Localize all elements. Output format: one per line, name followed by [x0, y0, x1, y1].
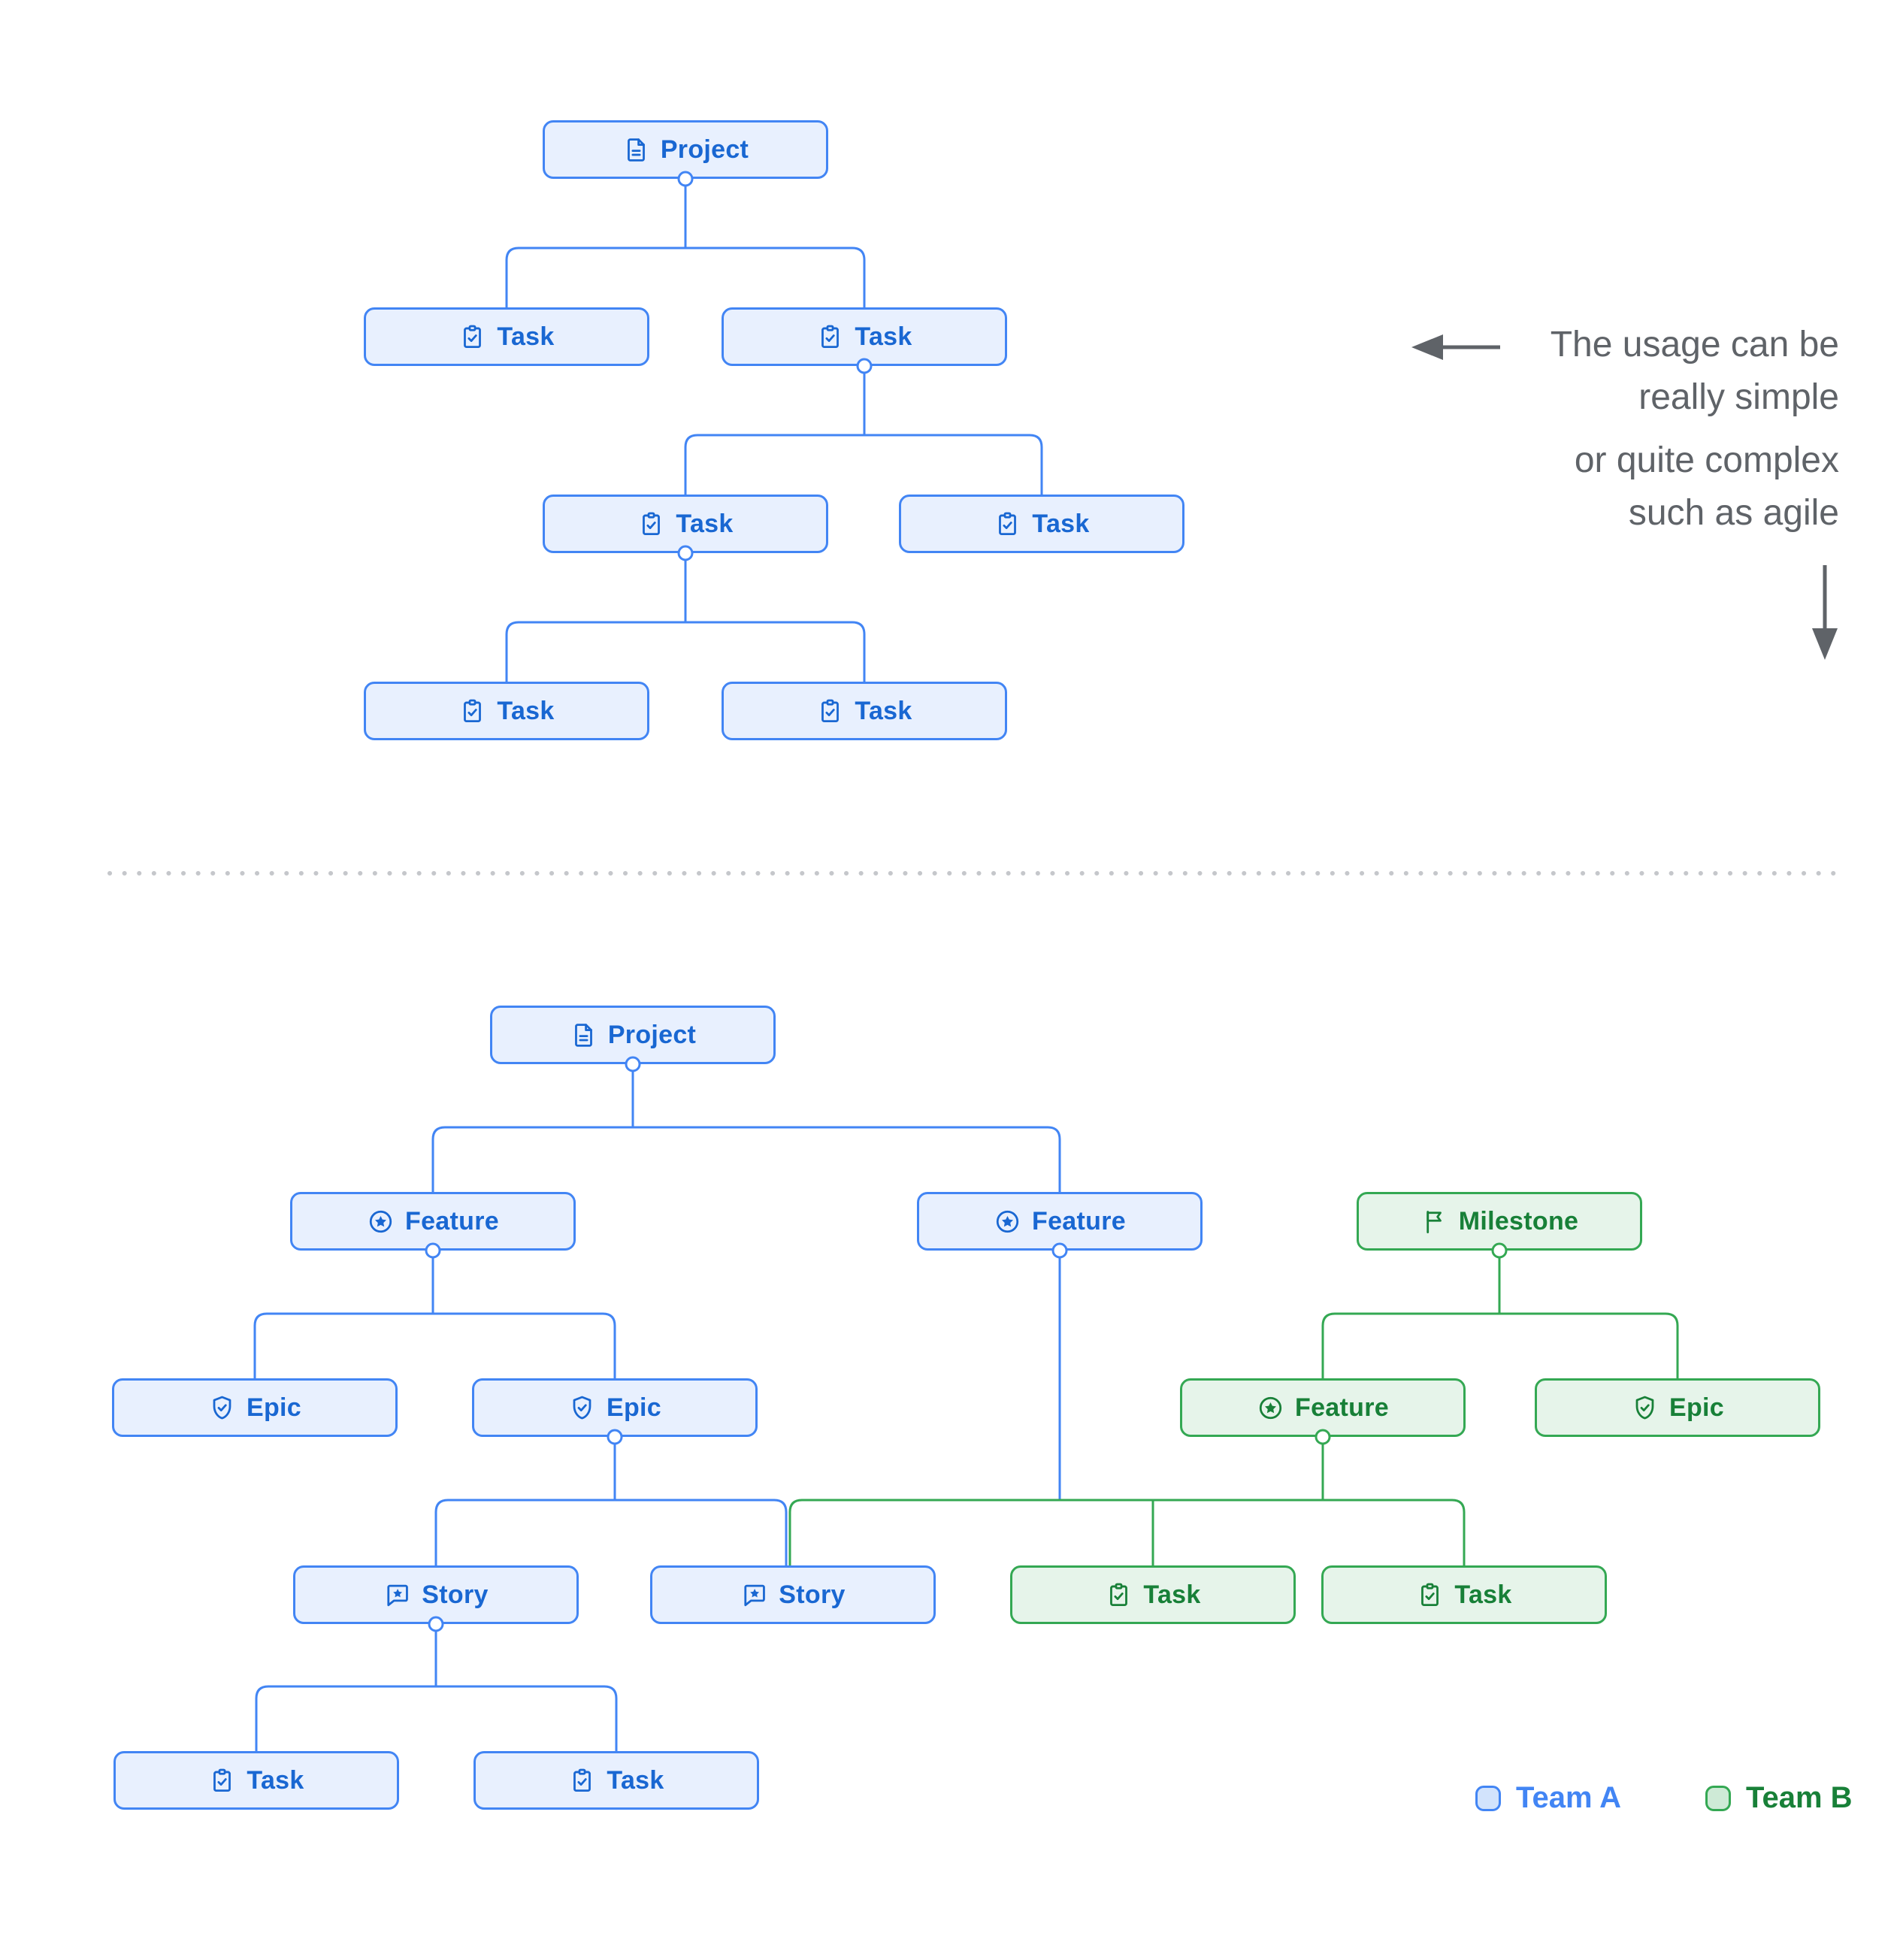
task-check-icon [208, 1767, 236, 1795]
connector [434, 1499, 788, 1565]
node-task: Task [113, 1751, 399, 1810]
document-icon [570, 1021, 598, 1049]
connector [505, 621, 866, 682]
legend-team-a: Team A [1475, 1781, 1621, 1815]
annotation-line: or quite complex [1574, 440, 1839, 480]
shield-check-icon [208, 1394, 236, 1422]
node-task-green: Task [1321, 1565, 1607, 1624]
story-bubble-star-icon [740, 1581, 768, 1609]
node-story: Story [293, 1565, 579, 1624]
annotation-line: The usage can be [1550, 325, 1839, 364]
node-task: Task [364, 682, 649, 740]
node-story: Story [650, 1565, 936, 1624]
connector [788, 1499, 1466, 1565]
task-check-icon [816, 697, 844, 725]
shield-check-icon [1631, 1394, 1659, 1422]
connector [253, 1312, 616, 1378]
annotation-complex: or quite complex such as agile [1575, 434, 1839, 540]
node-label: Task [247, 1765, 304, 1795]
team-a-swatch [1475, 1785, 1501, 1811]
node-label: Task [607, 1765, 664, 1795]
legend-label: Team A [1516, 1781, 1622, 1814]
connector [505, 247, 866, 307]
down-arrow-head [1812, 628, 1838, 660]
annotation-line: such as agile [1628, 493, 1839, 533]
left-arrow-head [1411, 334, 1443, 360]
node-label: Feature [405, 1206, 499, 1236]
task-check-icon [637, 510, 665, 538]
node-task: Task [364, 307, 649, 366]
node-label: Milestone [1458, 1206, 1579, 1236]
node-milestone: Milestone [1357, 1192, 1642, 1251]
task-check-icon [458, 697, 486, 725]
node-label: Task [676, 509, 734, 538]
task-check-icon [568, 1767, 596, 1795]
node-label: Story [422, 1580, 489, 1609]
node-label: Epic [1669, 1393, 1724, 1422]
node-label: Task [497, 322, 555, 351]
node-task-green: Task [1010, 1565, 1296, 1624]
legend: Team A Team B [1475, 1781, 1853, 1815]
node-epic: Epic [472, 1378, 758, 1437]
node-label: Task [1143, 1580, 1201, 1609]
task-check-icon [1105, 1581, 1133, 1609]
node-label: Story [779, 1580, 846, 1609]
node-task: Task [473, 1751, 759, 1810]
annotation-line: really simple [1638, 377, 1839, 417]
node-task: Task [899, 495, 1184, 553]
node-label: Task [855, 322, 912, 351]
node-task: Task [543, 495, 828, 553]
node-label: Task [497, 696, 555, 725]
node-label: Task [855, 696, 912, 725]
connector [255, 1685, 618, 1751]
task-check-icon [994, 510, 1021, 538]
shield-check-icon [568, 1394, 596, 1422]
connector [1321, 1312, 1679, 1378]
node-label: Epic [606, 1393, 661, 1422]
node-feature-green: Feature [1180, 1378, 1466, 1437]
story-bubble-star-icon [383, 1581, 411, 1609]
annotation-simple: The usage can be really simple [1551, 319, 1839, 424]
task-check-icon [816, 323, 844, 351]
legend-label: Team B [1746, 1781, 1853, 1814]
node-label: Epic [246, 1393, 301, 1422]
node-epic: Epic [112, 1378, 398, 1437]
connector [431, 1126, 1061, 1192]
star-circle-icon [367, 1208, 395, 1236]
connector [684, 434, 1043, 495]
node-label: Task [1032, 509, 1090, 538]
simple-tree-connectors [505, 186, 1043, 682]
node-project-complex: Project [490, 1006, 776, 1064]
node-task: Task [722, 307, 1007, 366]
node-epic-green: Epic [1535, 1378, 1820, 1437]
node-feature: Feature [290, 1192, 576, 1251]
flag-icon [1420, 1208, 1448, 1236]
node-feature: Feature [917, 1192, 1203, 1251]
node-label: Project [660, 135, 749, 164]
node-label: Task [1454, 1580, 1512, 1609]
node-label: Feature [1295, 1393, 1389, 1422]
team-b-swatch [1705, 1785, 1732, 1811]
node-label: Project [607, 1020, 697, 1049]
node-label: Feature [1032, 1206, 1126, 1236]
node-project-simple: Project [543, 120, 828, 179]
task-check-icon [1416, 1581, 1444, 1609]
star-circle-icon [1257, 1394, 1284, 1422]
star-circle-icon [994, 1208, 1021, 1236]
task-check-icon [458, 323, 486, 351]
document-icon [622, 136, 650, 164]
legend-team-b: Team B [1705, 1781, 1853, 1815]
node-task: Task [722, 682, 1007, 740]
